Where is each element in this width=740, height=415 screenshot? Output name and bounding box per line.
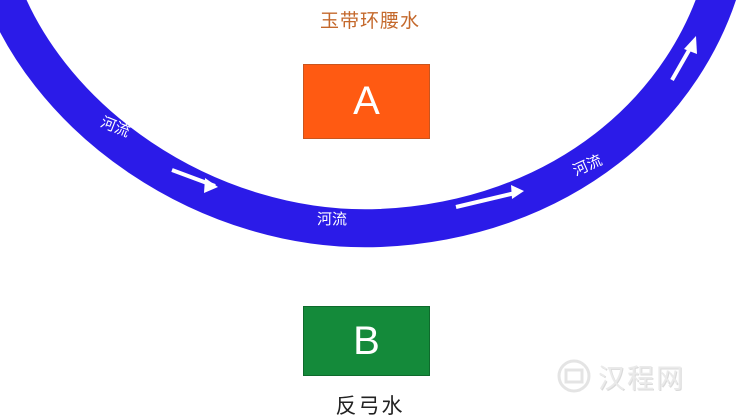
river-label-middle: 河流 [317, 210, 347, 228]
bottom-title: 反弓水 [335, 394, 405, 415]
flow-arrowhead-middle [511, 185, 524, 199]
flow-arrowhead-right [684, 36, 697, 54]
watermark: 汉程网 [556, 354, 736, 398]
flow-arrow-middle [455, 191, 516, 209]
watermark-logo-icon [557, 359, 591, 393]
river-band [0, 0, 736, 248]
top-title: 玉带环腰水 [319, 10, 420, 32]
flow-arrowhead-left [204, 178, 218, 193]
box-a: A [303, 64, 430, 139]
flow-arrow-right [670, 44, 694, 81]
watermark-text: 汉程网 [598, 363, 685, 395]
box-b: B [303, 306, 430, 376]
